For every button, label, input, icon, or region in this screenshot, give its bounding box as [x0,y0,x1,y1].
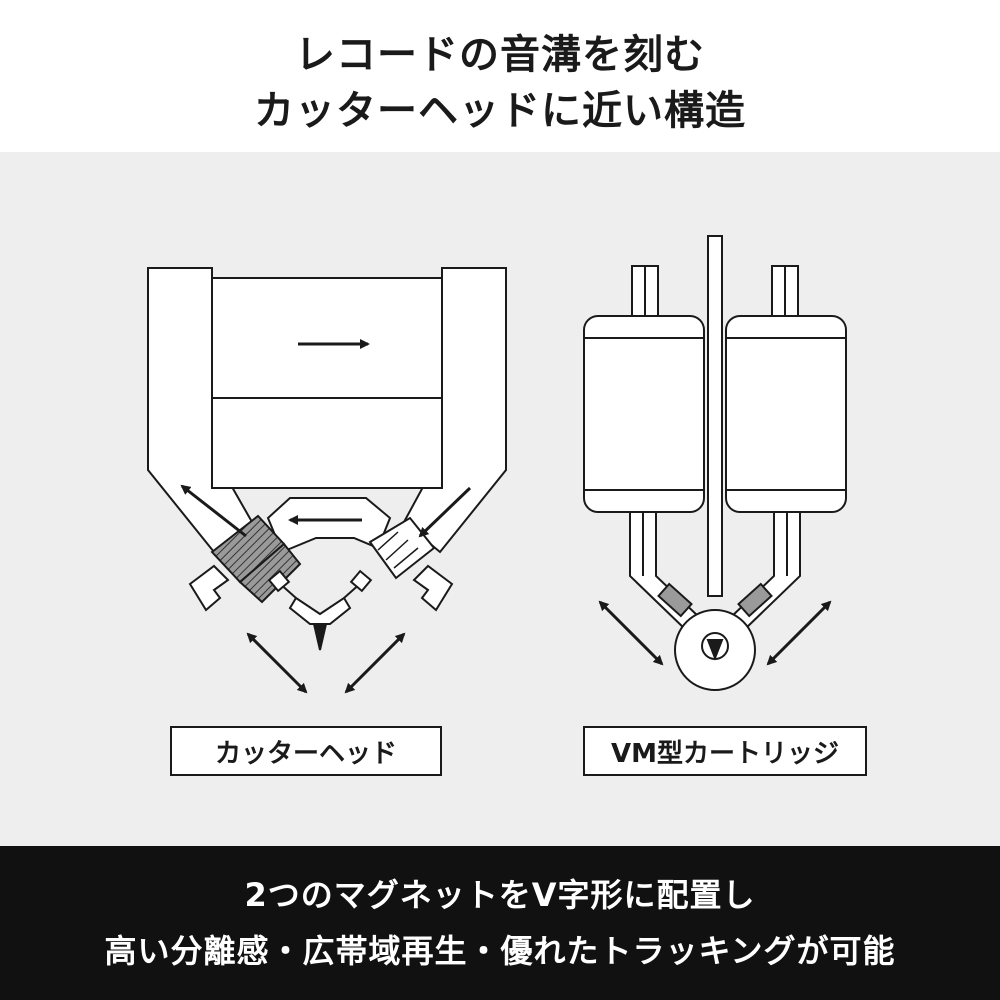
cutter-top-block [211,277,443,399]
cutter-head-label: カッターヘッド [170,726,442,776]
footer-line-1: 2つのマグネットをV字形に配置し [244,876,756,914]
cutter-arrow-upleft [180,484,247,538]
cutter-head-diagram [147,267,507,651]
vm-coil-right [737,582,773,618]
cutter-coil-left-2 [238,542,302,604]
vm-arrow-right [766,600,832,666]
cutter-arrows [180,339,472,694]
cutter-stylus-holder [288,596,352,625]
vm-cartridge-label: VM型カートリッジ [583,726,867,776]
cutter-yoke [266,497,392,554]
vm-arrows [598,600,832,666]
cutter-coil-right [368,516,436,580]
vm-coil-left [657,582,693,618]
cutter-bracket-left [188,564,230,612]
diagram-panel: カッターヘッド VM型カートリッジ [0,152,1000,846]
vm-arm-left [629,511,702,632]
vm-magnet-right [725,315,847,513]
vm-arrow-left [598,600,664,666]
cutter-arrow-downright [418,486,472,538]
title-line-2: カッターヘッドに近い構造 [254,88,746,134]
cutter-stylus-tip [312,623,328,651]
footer-line-2: 高い分離感・広帯域再生・優れたトラッキングが可能 [104,932,896,970]
vm-magnet-left [583,315,705,513]
cutter-arrow-bottom-right [344,632,406,694]
vm-center-rod [707,235,723,597]
cutter-mid-block [211,397,443,489]
title-line-1: レコードの音溝を刻む [295,32,705,78]
vm-cartridge-diagram [583,235,847,691]
cutter-bracket-right [412,564,454,612]
diagram-svg [147,235,847,694]
footer-banner: 2つのマグネットをV字形に配置し 高い分離感・広帯域再生・優れたトラッキングが可… [0,846,1000,1000]
vm-stylus-tip [706,639,724,661]
title-section: レコードの音溝を刻む カッターヘッドに近い構造 [0,0,1000,152]
cutter-arrow-bottom-left [246,632,308,694]
vm-arm-right [728,511,801,632]
